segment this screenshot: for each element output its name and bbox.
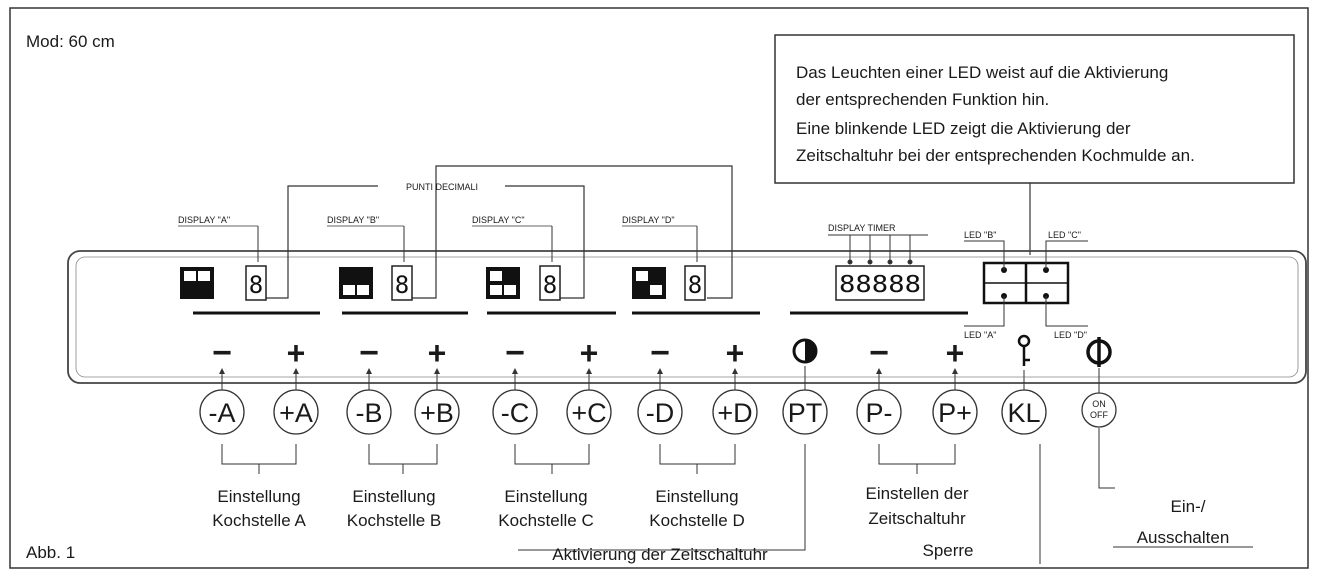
key-icon [1019, 336, 1030, 366]
minus-sign-b: − [359, 334, 379, 372]
button-minus-c-label: -C [501, 398, 530, 428]
button-plus-a-label: +A [279, 398, 313, 428]
outer-frame [10, 8, 1308, 568]
button-plus-c[interactable]: +C [567, 390, 611, 434]
button-p-minus-label: P- [866, 398, 893, 428]
caption-zone-d-line1: Einstellung [655, 487, 738, 506]
caption-power-line1: Ein-/ [1171, 497, 1206, 516]
timer-display-digits: 88888 [839, 272, 921, 298]
button-pt-label: PT [788, 398, 823, 428]
button-p-plus-label: P+ [938, 398, 972, 428]
button-minus-b[interactable]: -B [347, 390, 391, 434]
display-d-label: DISPLAY "D" [622, 215, 675, 225]
caption-power-line2: Ausschalten [1137, 528, 1230, 547]
info-line-1: Das Leuchten einer LED weist auf die Akt… [796, 63, 1168, 82]
button-minus-b-label: -B [356, 398, 383, 428]
button-minus-a[interactable]: -A [200, 390, 244, 434]
led-leaders [964, 241, 1088, 326]
minus-sign-d: − [650, 334, 670, 372]
timer-display-leaders [828, 235, 928, 264]
timer-display-frame [836, 266, 924, 300]
button-p-plus[interactable]: P+ [933, 390, 977, 434]
button-minus-a-label: -A [209, 398, 236, 428]
power-icon [1088, 337, 1110, 367]
plus-sign-timer: + [946, 335, 965, 371]
caption-timer-set-line1: Einstellen der [865, 484, 968, 503]
info-line-3: Eine blinkende LED zeigt die Aktivierung… [796, 119, 1131, 138]
button-minus-d[interactable]: -D [638, 390, 682, 434]
button-minus-d-label: -D [646, 398, 675, 428]
button-plus-a[interactable]: +A [274, 390, 318, 434]
caption-zone-c-line1: Einstellung [504, 487, 587, 506]
minus-sign-timer: − [869, 334, 889, 372]
zone-d-indicator [632, 267, 666, 299]
led-a-label: LED "A" [964, 330, 996, 340]
led-c-label: LED "C" [1048, 230, 1081, 240]
button-kl-label: KL [1007, 398, 1040, 428]
minus-sign-a: − [212, 334, 232, 372]
zone-b-indicator [339, 267, 373, 299]
zone-d-digit: 8 [688, 271, 702, 299]
button-pt[interactable]: PT [783, 390, 827, 434]
caption-zone-b-line2: Kochstelle B [347, 511, 442, 530]
info-line-4: Zeitschaltuhr bei der entsprechenden Koc… [796, 146, 1195, 165]
caption-zone-b-line1: Einstellung [352, 487, 435, 506]
button-pair-brackets [222, 444, 955, 474]
caption-leaders [518, 428, 1115, 564]
led-d-label: LED "D" [1054, 330, 1087, 340]
button-on-label: ON [1092, 399, 1106, 409]
caption-zone-a-line1: Einstellung [217, 487, 300, 506]
info-box [775, 35, 1294, 183]
zone-c-indicator [486, 267, 520, 299]
minus-sign-c: − [505, 334, 525, 372]
caption-timer-activate: Aktivierung der Zeitschaltuhr [552, 545, 768, 564]
plus-sign-c: + [580, 335, 599, 371]
zone-b-digit: 8 [395, 271, 409, 299]
figure-label: Abb. 1 [26, 543, 75, 562]
button-arrowheads [219, 368, 958, 374]
panel-inner-outline [76, 257, 1298, 377]
led-b-label: LED "B" [964, 230, 996, 240]
panel-outline [68, 251, 1306, 383]
decimal-points-leaders [266, 166, 732, 298]
display-a-label: DISPLAY "A" [178, 215, 230, 225]
display-b-label: DISPLAY "B" [327, 215, 379, 225]
display-c-label: DISPLAY "C" [472, 215, 525, 225]
plus-sign-a: + [287, 335, 306, 371]
zone-c-digit-frame [540, 266, 560, 300]
zone-d-digit-frame [685, 266, 705, 300]
plus-sign-b: + [428, 335, 447, 371]
caption-zone-c-line2: Kochstelle C [498, 511, 593, 530]
clock-icon [794, 340, 816, 362]
button-plus-d-label: +D [717, 398, 752, 428]
button-plus-b[interactable]: +B [415, 390, 459, 434]
model-label: Mod: 60 cm [26, 32, 115, 51]
caption-zone-d-line2: Kochstelle D [649, 511, 744, 530]
button-plus-c-label: +C [571, 398, 606, 428]
button-kl[interactable]: KL [1002, 390, 1046, 434]
caption-lock: Sperre [922, 541, 973, 560]
zone-a-digit: 8 [249, 271, 263, 299]
button-plus-b-label: +B [420, 398, 454, 428]
info-line-2: der entsprechenden Funktion hin. [796, 90, 1049, 109]
zone-a-digit-frame [246, 266, 266, 300]
button-plus-d[interactable]: +D [713, 390, 757, 434]
led-grid [984, 263, 1068, 303]
button-minus-c[interactable]: -C [493, 390, 537, 434]
zone-b-digit-frame [392, 266, 412, 300]
decimal-points-label: PUNTI DECIMALI [406, 182, 478, 192]
zone-c-digit: 8 [543, 271, 557, 299]
display-timer-label: DISPLAY TIMER [828, 223, 896, 233]
button-on-off[interactable]: ON OFF [1082, 393, 1116, 427]
plus-sign-d: + [726, 335, 745, 371]
caption-zone-a-line2: Kochstelle A [212, 511, 306, 530]
button-p-minus[interactable]: P- [857, 390, 901, 434]
zone-a-indicator [180, 267, 214, 299]
caption-timer-set-line2: Zeitschaltuhr [868, 509, 966, 528]
button-off-label: OFF [1090, 410, 1108, 420]
